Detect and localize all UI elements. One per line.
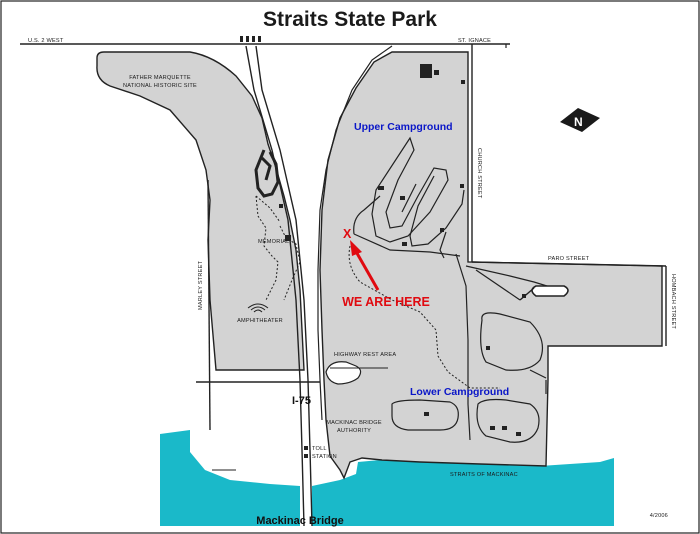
straits-water-east <box>312 458 614 526</box>
toll-station-label-2: STATION <box>312 454 337 460</box>
map-date: 4/2006 <box>650 513 668 519</box>
marley-street <box>207 179 211 431</box>
upper-campground-loops <box>353 136 465 259</box>
church-street-label: CHURCH STREET <box>476 148 482 199</box>
footpaths <box>255 195 500 389</box>
amphitheater-label: AMPHITHEATER <box>237 318 283 324</box>
i75-ramp <box>317 45 393 421</box>
straits-water <box>160 430 300 526</box>
i75-label: I-75 <box>292 395 311 407</box>
page-title: Straits State Park <box>263 8 437 31</box>
amphitheater-fan-icon <box>247 303 269 313</box>
rest-area-loop <box>325 361 362 385</box>
highway-rest-area-label: HIGHWAY REST AREA <box>334 352 396 358</box>
you-are-here-marker: X <box>343 227 380 291</box>
paro-street <box>471 261 667 267</box>
father-marquette-label-1: FATHER MARQUETTE <box>129 75 191 81</box>
svg-text:N: N <box>574 115 583 129</box>
north-arrow-icon: N <box>560 108 600 132</box>
parking-lot <box>531 285 569 297</box>
mackinac-bridge-label: Mackinac Bridge <box>256 515 343 527</box>
upper-campground-label: Upper Campground <box>354 121 453 133</box>
building-markers <box>240 36 526 458</box>
bridge-authority-label-1: MACKINAC BRIDGE <box>326 420 382 426</box>
lower-campground-label: Lower Campground <box>410 386 509 398</box>
bridge-authority-label-2: AUTHORITY <box>337 428 371 434</box>
toll-station-label-1: TOLL <box>312 446 327 452</box>
hombach-street-label: HOMBACH STREET <box>670 274 676 329</box>
red-x-marker-icon: X <box>343 227 352 241</box>
father-marquette-label-2: NATIONAL HISTORIC SITE <box>123 83 197 89</box>
paro-street-label: PARO STREET <box>548 256 590 262</box>
memorial-label: MEMORIAL <box>258 239 289 245</box>
st-ignace-label: ST. IGNACE <box>458 38 491 44</box>
marley-street-label: MARLEY STREET <box>198 260 204 310</box>
i75-highway-west <box>245 45 305 527</box>
marquette-trail-loop <box>254 149 280 198</box>
us2-label: U.S. 2 WEST <box>28 38 64 44</box>
straits-of-mackinac-label: STRAITS OF MACKINAC <box>450 472 518 478</box>
we-are-here-label: WE ARE HERE <box>342 295 430 309</box>
